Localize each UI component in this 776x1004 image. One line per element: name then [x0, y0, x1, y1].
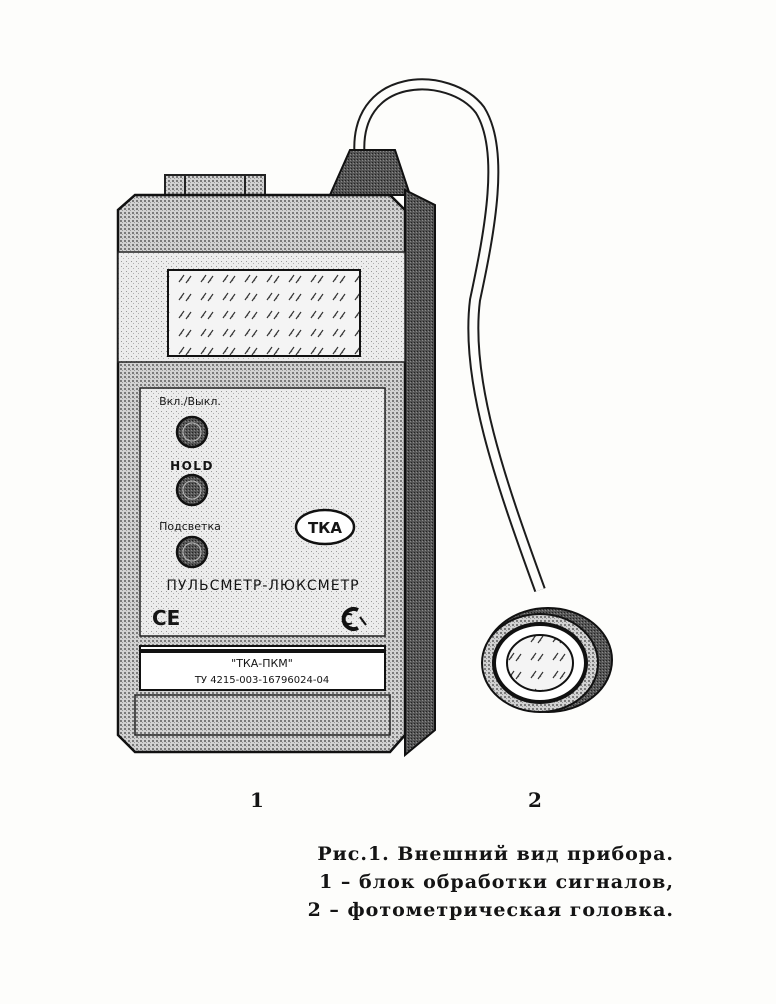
hold-button-label: HOLD: [170, 459, 214, 473]
front-panel: [139, 387, 386, 637]
caption-line-3: 2 – фотометрическая головка.: [307, 899, 674, 921]
certification-mark-icon: [341, 607, 367, 631]
unit-2-label: 2: [528, 788, 542, 812]
hold-button[interactable]: [175, 473, 209, 507]
backlight-button[interactable]: [175, 535, 209, 569]
power-button[interactable]: [175, 415, 209, 449]
device-side-face: [404, 188, 436, 758]
model-name: "ТКА-ПКМ": [231, 657, 293, 670]
tka-logo-frame: [294, 508, 356, 546]
display-window: [167, 269, 361, 357]
specification-number: ТУ 4215-003-16796024-04: [194, 675, 329, 686]
backlight-button-label: Подсветка: [159, 520, 221, 533]
tka-logo: ТКА: [308, 519, 342, 537]
label-plate: [139, 645, 386, 691]
ce-mark: CE: [152, 606, 180, 630]
cable-strain-relief: [328, 149, 412, 196]
caption-line-2: 1 – блок обработки сигналов,: [319, 871, 674, 893]
photometric-head: [481, 607, 613, 713]
caption-line-1: Рис.1. Внешний вид прибора.: [317, 843, 674, 865]
figure-caption: Рис.1. Внешний вид прибора. 1 – блок обр…: [308, 840, 674, 924]
power-button-label: Вкл./Выкл.: [159, 395, 221, 408]
device-name: ПУЛЬСМЕТР-ЛЮКСМЕТР: [166, 578, 359, 594]
sensor-window: [506, 634, 574, 692]
unit-1-label: 1: [250, 788, 264, 812]
